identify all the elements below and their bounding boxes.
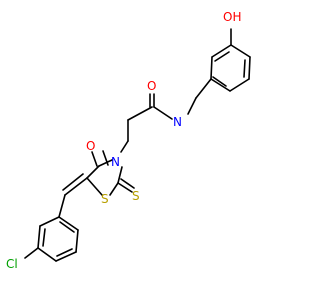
bond <box>75 229 79 253</box>
molecule-structure: OH O N H O N S S Cl <box>6 10 251 271</box>
bond <box>117 182 133 193</box>
atom-label-thione-sulfur: S <box>132 189 140 203</box>
bond <box>210 56 213 80</box>
bond <box>64 177 88 196</box>
bond <box>62 173 84 191</box>
bond <box>42 228 46 247</box>
bond <box>59 221 75 233</box>
atom-label-amide-nitrogen: N <box>173 115 182 129</box>
bond <box>210 78 231 92</box>
bond <box>195 78 212 99</box>
bond <box>214 51 230 62</box>
bond <box>58 216 79 231</box>
bond <box>248 56 251 80</box>
atom-label-ring-nitrogen: N <box>111 155 120 169</box>
bond <box>127 106 153 121</box>
bond <box>120 140 129 153</box>
bond <box>56 248 73 257</box>
atom-label-amide-oxygen: O <box>147 79 156 93</box>
bond <box>117 166 123 184</box>
atom-label-ring-sulfur: S <box>101 192 109 206</box>
atom-labels: OH O N H O N S S Cl <box>6 10 241 271</box>
bond <box>37 247 57 262</box>
atom-label-hydroxyl: OH <box>223 10 241 24</box>
bond <box>229 78 250 92</box>
bond <box>212 76 227 87</box>
bond <box>211 44 232 58</box>
bond <box>24 247 39 259</box>
bond <box>109 182 119 196</box>
bond <box>55 251 77 262</box>
atom-label-chlorine: Cl <box>6 257 18 271</box>
bonds <box>24 28 251 262</box>
bond <box>37 225 41 249</box>
atom-label-ring-oxygen: O <box>86 139 95 153</box>
bond <box>187 97 197 115</box>
bond <box>91 151 98 167</box>
bond <box>86 165 100 179</box>
bond <box>86 177 103 196</box>
bond <box>153 106 173 120</box>
bond <box>39 216 60 227</box>
bond <box>120 178 135 189</box>
bond <box>98 159 113 167</box>
bond <box>230 44 251 58</box>
bond <box>58 194 66 218</box>
bond <box>243 59 246 78</box>
